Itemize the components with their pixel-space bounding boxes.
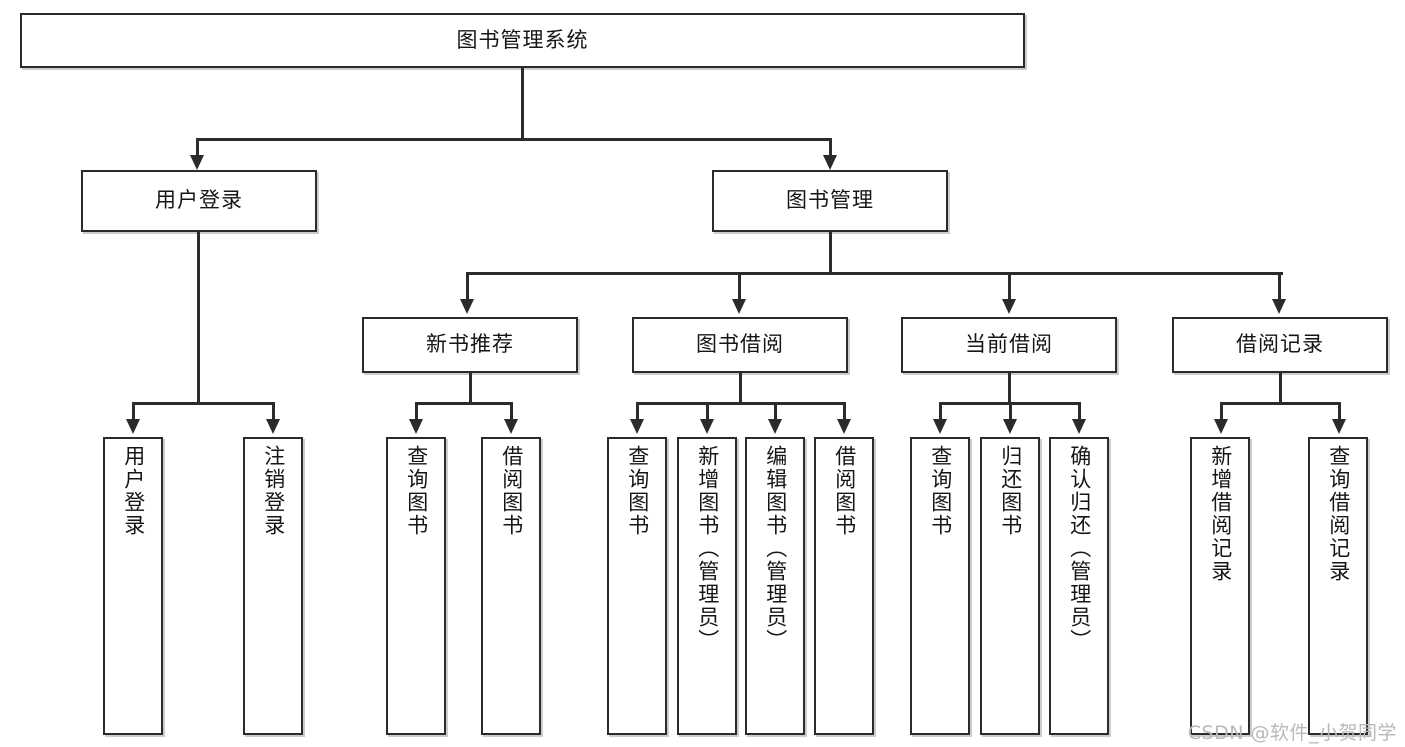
arrowhead-leaf-query-book-1	[409, 419, 423, 434]
connector-current-borrow-leaf1	[939, 402, 942, 420]
connector-user-login-leaf2	[272, 402, 275, 420]
node-user-login-label: 用户登录	[155, 188, 243, 213]
leaf-add-book[interactable]: 新增图书（管理员）	[677, 437, 737, 735]
connector-book-borrow-leaf1	[636, 402, 639, 420]
node-current-borrow[interactable]: 当前借阅	[901, 317, 1117, 373]
connector-current-borrow-trunk	[1008, 373, 1011, 402]
leaf-borrow-book-1-label: 借阅图书	[499, 445, 524, 537]
arrowhead-leaf-user-login	[126, 419, 140, 434]
arrowhead-leaf-query-book-3	[933, 419, 947, 434]
node-book-management[interactable]: 图书管理	[712, 170, 948, 232]
connector-level3-bus	[466, 272, 1283, 275]
leaf-query-book-2-label: 查询图书	[625, 445, 650, 537]
arrowhead-leaf-confirm-return	[1072, 419, 1086, 434]
leaf-user-login-label: 用户登录	[121, 445, 146, 537]
connector-to-borrow-record	[1278, 272, 1281, 300]
leaf-add-book-label: 新增图书（管理员）	[695, 445, 720, 652]
arrowhead-book-management	[823, 155, 837, 170]
connector-book-borrow-trunk	[739, 373, 742, 402]
leaf-query-book-3[interactable]: 查询图书	[910, 437, 970, 735]
leaf-confirm-return[interactable]: 确认归还（管理员）	[1049, 437, 1109, 735]
arrowhead-leaf-return-book	[1003, 419, 1017, 434]
connector-borrow-record-leaf1	[1220, 402, 1223, 420]
connector-user-login-bus	[132, 402, 274, 405]
node-root-label: 图书管理系统	[456, 27, 589, 52]
node-book-management-label: 图书管理	[786, 188, 874, 213]
node-new-book-recommend[interactable]: 新书推荐	[362, 317, 578, 373]
leaf-edit-book-label: 编辑图书（管理员）	[763, 445, 788, 652]
connector-to-current-borrow	[1008, 272, 1011, 300]
arrowhead-borrow-record	[1272, 299, 1286, 314]
connector-current-borrow-leaf3	[1078, 402, 1081, 420]
leaf-borrow-book-2-label: 借阅图书	[832, 445, 857, 537]
leaf-query-record-label: 查询借阅记录	[1326, 445, 1351, 583]
node-book-borrow[interactable]: 图书借阅	[632, 317, 848, 373]
connector-new-book-bus	[415, 402, 512, 405]
leaf-query-book-1[interactable]: 查询图书	[386, 437, 446, 735]
connector-new-book-trunk	[469, 373, 472, 402]
leaf-borrow-book-2[interactable]: 借阅图书	[814, 437, 874, 735]
arrowhead-leaf-logout-login	[266, 419, 280, 434]
arrowhead-leaf-borrow-book-2	[837, 419, 851, 434]
arrowhead-leaf-add-book	[700, 419, 714, 434]
connector-borrow-record-trunk	[1279, 373, 1282, 402]
connector-to-user-login	[196, 138, 199, 156]
leaf-add-record[interactable]: 新增借阅记录	[1190, 437, 1250, 735]
leaf-logout-login-label: 注销登录	[261, 445, 286, 537]
connector-root-trunk	[521, 68, 524, 138]
connector-new-book-leaf1	[415, 402, 418, 420]
leaf-user-login[interactable]: 用户登录	[103, 437, 163, 735]
arrowhead-leaf-borrow-book-1	[504, 419, 518, 434]
node-current-borrow-label: 当前借阅	[965, 332, 1053, 357]
leaf-query-book-1-label: 查询图书	[404, 445, 429, 537]
connector-borrow-record-bus	[1220, 402, 1340, 405]
node-book-borrow-label: 图书借阅	[696, 332, 784, 357]
arrowhead-leaf-edit-book	[768, 419, 782, 434]
arrowhead-leaf-query-record	[1332, 419, 1346, 434]
node-user-login[interactable]: 用户登录	[81, 170, 317, 232]
connector-book-borrow-leaf3	[774, 402, 777, 420]
arrowhead-book-borrow	[732, 299, 746, 314]
connector-current-borrow-leaf2	[1009, 402, 1012, 420]
leaf-query-book-3-label: 查询图书	[928, 445, 953, 537]
connector-level2-bus	[196, 138, 831, 141]
leaf-return-book-label: 归还图书	[998, 445, 1023, 537]
connector-borrow-record-leaf2	[1338, 402, 1341, 420]
leaf-add-record-label: 新增借阅记录	[1208, 445, 1233, 583]
node-borrow-record-label: 借阅记录	[1236, 332, 1324, 357]
connector-user-login-leaf1	[132, 402, 135, 420]
arrowhead-new-book-recommend	[460, 299, 474, 314]
connector-user-login-trunk	[197, 232, 200, 402]
connector-to-new-book	[466, 272, 469, 300]
connector-to-book-borrow	[738, 272, 741, 300]
arrowhead-leaf-add-record	[1214, 419, 1228, 434]
connector-to-book-management	[829, 138, 832, 156]
leaf-logout-login[interactable]: 注销登录	[243, 437, 303, 735]
arrowhead-current-borrow	[1002, 299, 1016, 314]
connector-book-borrow-bus	[636, 402, 845, 405]
connector-book-borrow-leaf2	[706, 402, 709, 420]
connector-book-borrow-leaf4	[843, 402, 846, 420]
leaf-query-book-2[interactable]: 查询图书	[607, 437, 667, 735]
connector-book-management-trunk	[829, 232, 832, 272]
arrowhead-user-login	[190, 155, 204, 170]
leaf-query-record[interactable]: 查询借阅记录	[1308, 437, 1368, 735]
leaf-confirm-return-label: 确认归还（管理员）	[1067, 445, 1092, 652]
connector-new-book-leaf2	[510, 402, 513, 420]
arrowhead-leaf-query-book-2	[630, 419, 644, 434]
node-borrow-record[interactable]: 借阅记录	[1172, 317, 1388, 373]
leaf-borrow-book-1[interactable]: 借阅图书	[481, 437, 541, 735]
leaf-edit-book[interactable]: 编辑图书（管理员）	[745, 437, 805, 735]
node-root[interactable]: 图书管理系统	[20, 13, 1025, 68]
leaf-return-book[interactable]: 归还图书	[980, 437, 1040, 735]
node-new-book-recommend-label: 新书推荐	[426, 332, 514, 357]
